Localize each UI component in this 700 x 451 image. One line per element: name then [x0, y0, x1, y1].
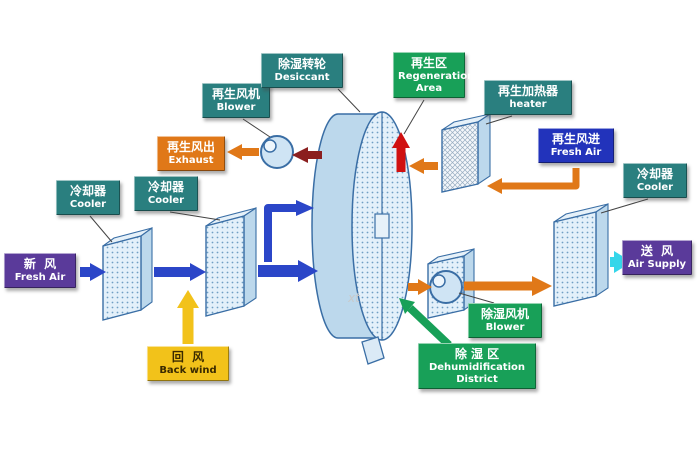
wheel-ribbon	[361, 336, 385, 365]
label-regen-blower-cn: 再生风机	[211, 87, 260, 101]
arrow-heater-to-wheel	[409, 158, 438, 174]
label-air-supply-en: Air Supply	[627, 259, 687, 270]
label-regen-area-cn: 再生区	[410, 56, 447, 70]
label-dehum-blower-en: Blower	[485, 322, 525, 333]
label-dehum-district: 除 湿 区 Dehumidification District	[418, 343, 536, 389]
wheel-hub	[374, 213, 390, 239]
arrow-cooler2-to-wheel	[258, 260, 318, 282]
label-regen-area: 再生区 Regeneration Area	[393, 52, 475, 98]
watermark-text: xt	[347, 291, 361, 305]
cooler-1-box	[102, 226, 153, 321]
leader-regen-area-label	[403, 99, 425, 135]
label-cooler-1-en: Cooler	[69, 199, 107, 210]
label-regen-blower-en: Blower	[216, 102, 256, 113]
label-back-wind-en: Back wind	[159, 365, 217, 376]
label-regen-exhaust-en: Exhaust	[168, 155, 214, 166]
arrow-wheel-regen-out	[392, 132, 410, 172]
label-dehum-district-en: Dehumidification District	[428, 362, 526, 385]
label-fresh-air-in: 新 风 Fresh Air	[4, 253, 76, 288]
leader-dehum-blower-label	[458, 292, 495, 304]
label-cooler-3-cn: 冷却器	[636, 167, 673, 181]
label-regen-heater-en: heater	[509, 99, 547, 110]
arrow-wheel-to-dehum-fan	[408, 279, 432, 295]
cooler-2-box	[205, 206, 257, 317]
label-cooler-2: 冷却器 Cooler	[134, 176, 198, 211]
label-regen-fresh-air: 再生风进 Fresh Air	[538, 128, 614, 163]
label-regen-exhaust-cn: 再生风出	[166, 140, 215, 154]
dehum-blower-fan-icon	[429, 270, 463, 304]
arrow-bypass-up-right	[264, 200, 314, 262]
label-air-supply: 送 风 Air Supply	[622, 240, 692, 275]
arrow-blower-to-exhaust	[227, 144, 259, 160]
label-desiccant-wheel: 除湿转轮 Desiccant	[261, 53, 343, 88]
arrow-cooler1-to-cooler2	[154, 263, 206, 281]
label-dehum-blower-cn: 除湿风机	[480, 307, 529, 321]
arrow-wheel-to-regen-blower	[292, 147, 322, 163]
label-cooler-2-en: Cooler	[147, 195, 185, 206]
label-air-supply-cn: 送 风	[640, 244, 674, 258]
label-cooler-2-cn: 冷却器	[147, 180, 184, 194]
regeneration-heater-box	[441, 112, 491, 193]
label-dehum-district-cn: 除 湿 区	[454, 347, 500, 361]
arrow-fan-to-cooler3	[464, 276, 552, 296]
label-regen-blower: 再生风机 Blower	[202, 83, 270, 118]
label-desiccant-wheel-cn: 除湿转轮	[277, 57, 326, 71]
arrow-regen-fresh-to-heater	[487, 168, 580, 194]
leader-cooler2-label	[169, 211, 221, 221]
label-fresh-air-in-cn: 新 风	[23, 257, 57, 271]
label-fresh-air-in-en: Fresh Air	[14, 272, 66, 283]
regen-blower-fan-icon	[260, 135, 294, 169]
label-back-wind: 回 风 Back wind	[147, 346, 229, 381]
label-cooler-3-en: Cooler	[636, 182, 674, 193]
leader-regen-blower-label	[242, 118, 271, 138]
arrow-fresh-air-in	[80, 263, 106, 281]
label-regen-fresh-air-en: Fresh Air	[550, 147, 602, 158]
label-back-wind-cn: 回 风	[171, 350, 205, 364]
leader-cooler1-label	[89, 215, 113, 243]
label-regen-exhaust: 再生风出 Exhaust	[157, 136, 225, 171]
label-dehum-blower: 除湿风机 Blower	[468, 303, 542, 338]
arrow-district-to-wheel	[399, 298, 452, 348]
label-desiccant-wheel-en: Desiccant	[274, 72, 330, 83]
label-regen-area-en: Regeneration Area	[398, 71, 475, 94]
leader-heater-label	[485, 115, 513, 125]
label-regen-heater: 再生加热器 heater	[484, 80, 572, 115]
cooler-3-box	[553, 202, 609, 307]
label-cooler-3: 冷却器 Cooler	[623, 163, 687, 198]
label-regen-heater-cn: 再生加热器	[497, 84, 558, 98]
label-regen-fresh-air-cn: 再生风进	[551, 132, 600, 146]
leader-desiccant-label	[337, 88, 361, 113]
label-cooler-1: 冷却器 Cooler	[56, 180, 120, 215]
leader-cooler3-label	[600, 198, 649, 214]
arrow-back-wind	[177, 290, 199, 344]
label-cooler-1-cn: 冷却器	[69, 184, 106, 198]
